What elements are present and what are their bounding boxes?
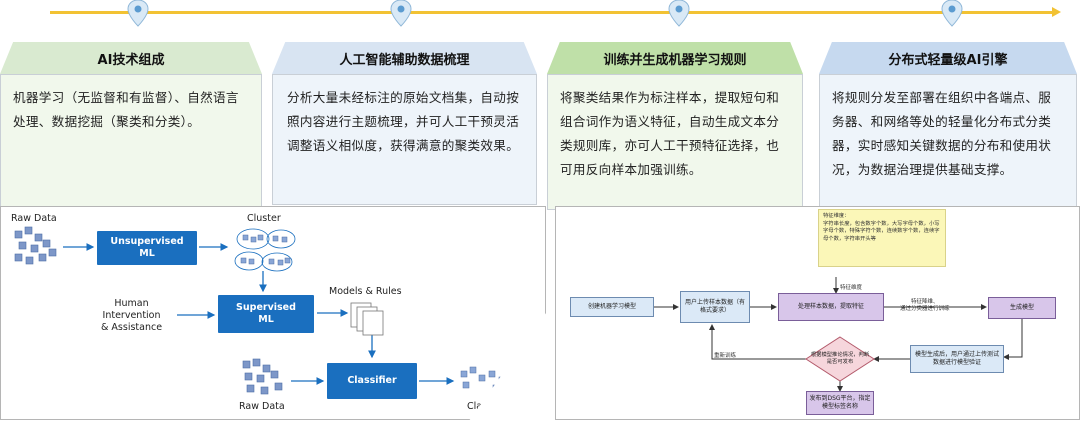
- location-pin-icon: [668, 0, 690, 27]
- model-validation-box: 模型生成后，用户通过上传测试数据进行模型验证: [910, 345, 1004, 373]
- publish-dsg-box: 发布到DSG平台，指定模型标签名称: [806, 391, 874, 415]
- card-data-sorting: 人工智能辅助数据梳理 分析大量未经标注的原始文档集，自动按照内容进行主题梳理，并…: [272, 42, 537, 205]
- card-title: AI技术组成: [0, 42, 262, 74]
- create-model-box: 创建机器学习模型: [570, 297, 654, 317]
- card-title: 人工智能辅助数据梳理: [272, 42, 537, 74]
- decision-diamond: [805, 336, 875, 382]
- card-title: 训练并生成机器学习规则: [547, 42, 803, 74]
- models-rules-label: Models & Rules: [329, 286, 402, 297]
- location-pin-icon: [390, 0, 412, 27]
- unsupervised-ml-box: Unsupervised ML: [97, 231, 197, 265]
- card-ai-engine: 分布式轻量级AI引擎 将规则分发至部署在组织中各端点、服务器、和网络等处的轻量化…: [819, 42, 1077, 210]
- supervised-ml-box: Supervised ML: [218, 295, 314, 333]
- upload-sample-box: 用户上传样本数据（有格式要求）: [680, 291, 750, 323]
- raw-data-docs-icon: [242, 358, 283, 395]
- feature-dimension-label: 特征维度: [840, 285, 863, 291]
- ml-flowchart-panel: 特征维度： 字符串长度，包含数字个数，大写字母个数，小写字母个数，特殊字符个数，…: [555, 206, 1080, 420]
- process-sample-box: 处理样本数据，提取特征: [778, 293, 884, 321]
- classification-icon: [460, 366, 528, 392]
- classification-label: Classification: [467, 401, 530, 412]
- card-ml-rules: 训练并生成机器学习规则 将聚类结果作为标注样本，提取短句和组合词作为语义特征，自…: [547, 42, 803, 210]
- timeline-arrow-icon: [1052, 7, 1061, 17]
- card-body: 将聚类结果作为标注样本，提取短句和组合词作为语义特征，自动生成文本分类规则库，亦…: [547, 74, 803, 210]
- generate-model-box: 生成模型: [988, 297, 1056, 319]
- human-intervention-label: Human Intervention & Assistance: [101, 298, 163, 333]
- raw-data-label-top: Raw Data: [11, 213, 57, 224]
- retrain-label: 重新训练: [714, 353, 737, 359]
- location-pin-icon: [127, 0, 149, 27]
- timeline-bar: [50, 11, 1056, 14]
- card-body: 将规则分发至部署在组织中各端点、服务器、和网络等处的轻量化分布式分类器，实时感知…: [819, 74, 1077, 210]
- cluster-label: Cluster: [247, 213, 281, 224]
- decision-label: 根据模型推论情况，判断是否可发布: [810, 352, 870, 365]
- cluster-icon: [234, 228, 296, 272]
- feature-reduce-label: 特征降维、 通过分类器进行训练: [900, 299, 950, 312]
- models-rules-icon: [350, 302, 384, 336]
- feature-dimension-note: 特征维度： 字符串长度，包含数字个数，大写字母个数，小写字母个数，特殊字符个数，…: [818, 209, 946, 267]
- classifier-box: Classifier: [327, 363, 417, 399]
- card-body: 分析大量未经标注的原始文档集，自动按照内容进行主题梳理，并可人工干预灵活调整语义…: [272, 74, 537, 205]
- location-pin-icon: [941, 0, 963, 27]
- raw-data-docs-icon: [14, 226, 57, 265]
- ml-diagram-panel: Raw Data Unsupervised ML Cluster Human I…: [0, 206, 546, 420]
- card-title: 分布式轻量级AI引擎: [819, 42, 1077, 74]
- raw-data-label-bottom: Raw Data: [239, 401, 285, 412]
